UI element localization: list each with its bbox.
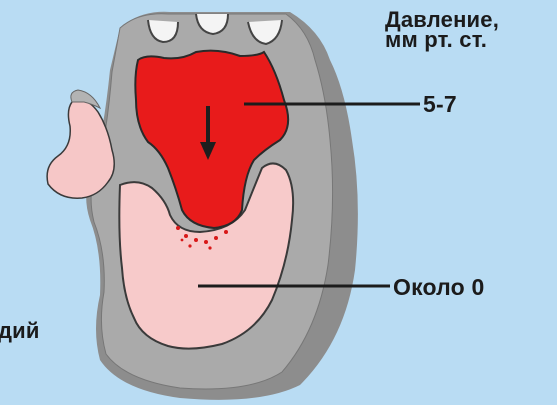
left-chamber xyxy=(47,100,114,198)
ventricle-pressure-value: Около 0 xyxy=(393,274,485,301)
atrium-pressure-value: 5-7 xyxy=(423,91,457,118)
phase-label-fragment: дий xyxy=(0,318,40,344)
pressure-title: Давление, мм рт. ст. xyxy=(385,10,499,50)
pressure-title-line2: мм рт. ст. xyxy=(385,30,499,50)
